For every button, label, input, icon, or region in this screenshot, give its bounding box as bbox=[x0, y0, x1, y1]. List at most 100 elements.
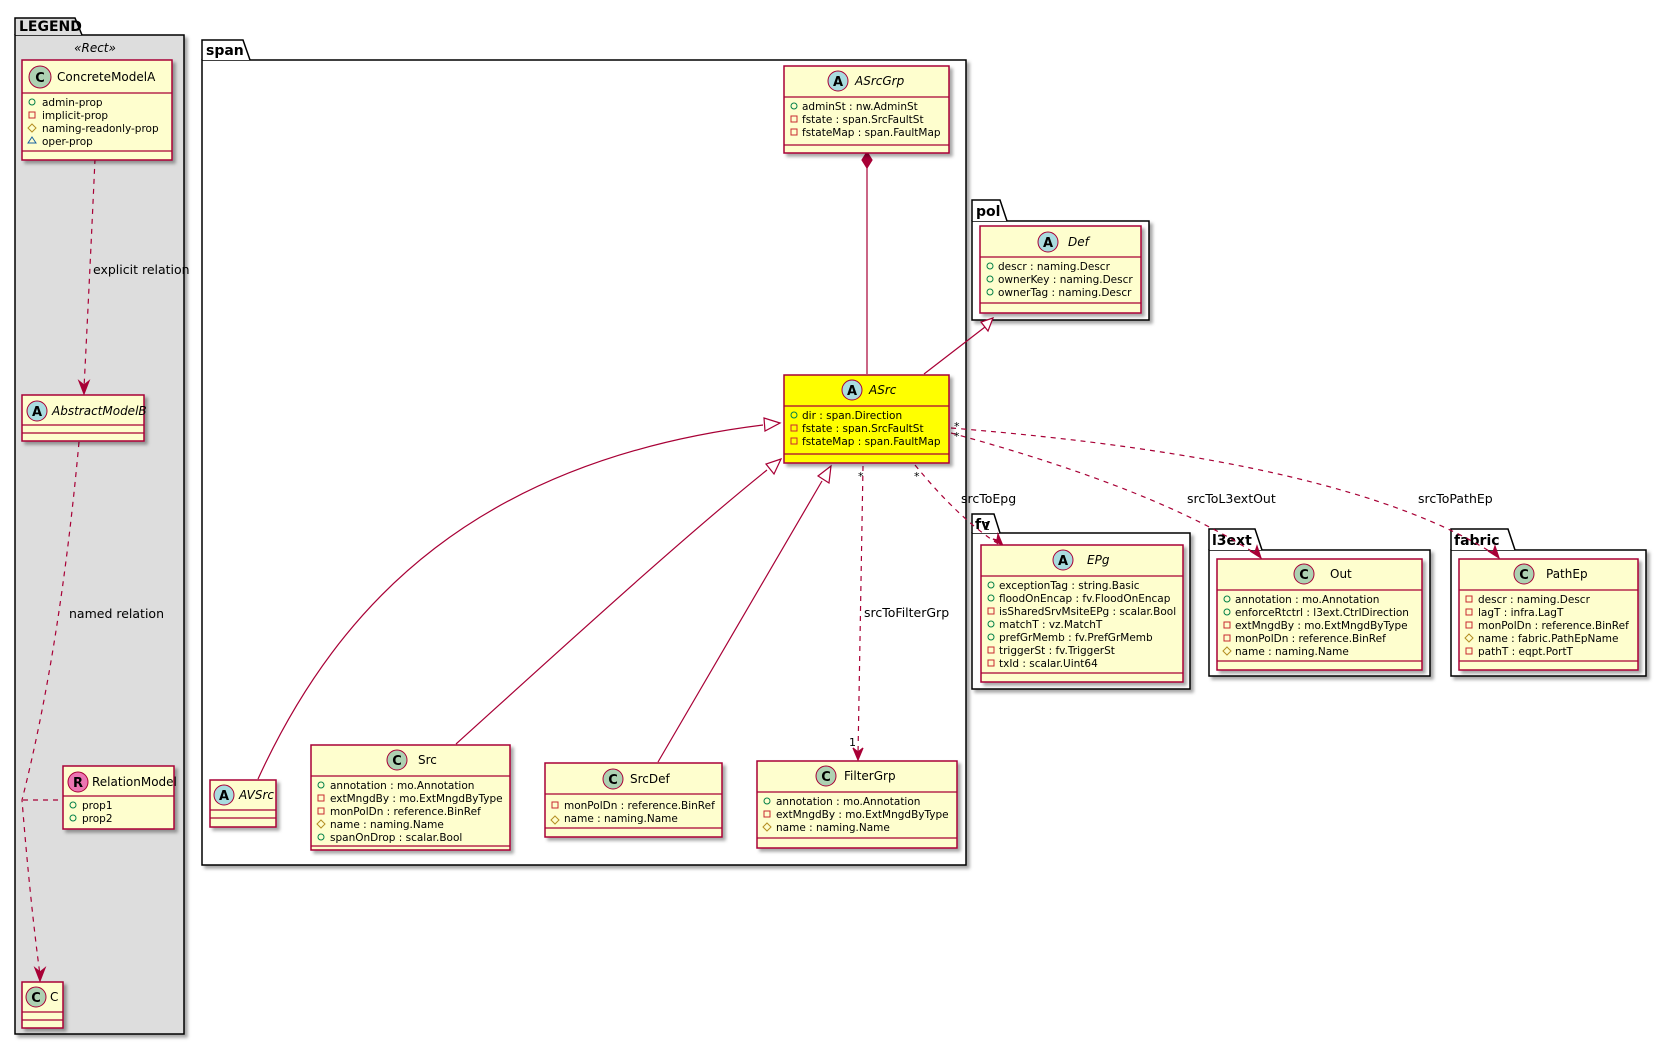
public-visibility-icon bbox=[1223, 595, 1231, 603]
private-visibility-icon bbox=[987, 646, 995, 654]
class-icon bbox=[1293, 563, 1315, 585]
attribute: ownerTag : naming.Descr bbox=[998, 287, 1132, 299]
relation-icon bbox=[67, 771, 89, 793]
mult-l3ext-source: * bbox=[954, 420, 960, 433]
class-icon bbox=[25, 986, 47, 1008]
class-srcdef: C SrcDef monPolDn : reference.BinRef nam… bbox=[544, 762, 723, 838]
class-name: ASrcGrp bbox=[854, 74, 905, 88]
abstract-icon bbox=[1037, 231, 1059, 253]
class-name: EPg bbox=[1087, 553, 1110, 567]
attribute: implicit-prop bbox=[42, 110, 108, 122]
legend-title: LEGEND bbox=[19, 19, 82, 35]
abstract-icon-letter: A bbox=[833, 75, 843, 90]
class-icon-letter: C bbox=[35, 71, 45, 86]
attribute: isSharedSrvMsiteEPg : scalar.Bool bbox=[999, 606, 1176, 618]
class-name: ASrc bbox=[868, 383, 897, 397]
attribute: fstateMap : span.FaultMap bbox=[802, 436, 941, 448]
class-def: A Def descr : naming.Descr ownerKey : na… bbox=[979, 225, 1142, 314]
private-visibility-icon bbox=[790, 437, 798, 445]
relation-srcToL3extOut-label: srcToL3extOut bbox=[1187, 491, 1276, 506]
public-visibility-icon bbox=[987, 633, 995, 641]
class-name: ConcreteModelA bbox=[57, 70, 156, 84]
class-icon-letter: C bbox=[1299, 568, 1309, 583]
attribute: prefGrMemb : fv.PrefGrMemb bbox=[999, 632, 1153, 644]
mult-epg-source: * bbox=[914, 470, 920, 483]
attribute: exceptionTag : string.Basic bbox=[999, 580, 1140, 592]
protected-visibility-icon bbox=[316, 819, 326, 829]
private-visibility-icon bbox=[28, 111, 36, 119]
attribute: descr : naming.Descr bbox=[1478, 594, 1591, 606]
attribute: admin-prop bbox=[42, 97, 103, 109]
attribute: name : naming.Name bbox=[776, 822, 890, 834]
class-name: PathEp bbox=[1546, 567, 1588, 581]
class-name: Out bbox=[1330, 567, 1352, 581]
relation-srcToPathEp-edge bbox=[950, 427, 1498, 557]
attribute: naming-readonly-prop bbox=[42, 123, 159, 135]
legend-explicit-relation-label: explicit relation bbox=[93, 262, 190, 277]
attribute: lagT : infra.LagT bbox=[1478, 607, 1564, 619]
class-epg: A EPg exceptionTag : string.Basic floodO… bbox=[980, 544, 1184, 683]
private-visibility-icon bbox=[1465, 621, 1473, 629]
public-visibility-icon bbox=[987, 620, 995, 628]
package-span-label: span bbox=[206, 43, 244, 59]
attribute: dir : span.Direction bbox=[802, 410, 902, 422]
class-icon-letter: C bbox=[392, 754, 402, 769]
attribute: adminSt : nw.AdminSt bbox=[802, 101, 918, 113]
package-visibility-icon bbox=[27, 136, 37, 144]
relation-srcToPathEp-label: srcToPathEp bbox=[1418, 491, 1493, 506]
private-visibility-icon bbox=[1465, 595, 1473, 603]
attribute: pathT : eqpt.PortT bbox=[1478, 646, 1574, 658]
protected-visibility-icon bbox=[1464, 633, 1474, 643]
abstract-icon bbox=[827, 70, 849, 92]
public-visibility-icon bbox=[28, 98, 36, 106]
class-name: SrcDef bbox=[630, 772, 671, 786]
attribute: oper-prop bbox=[42, 136, 93, 148]
package-legend: LEGEND «Rect» bbox=[14, 17, 185, 1035]
attribute: fstateMap : span.FaultMap bbox=[802, 127, 941, 139]
class-pathep: C PathEp descr : naming.Descr lagT : inf… bbox=[1458, 558, 1639, 671]
class-icon bbox=[1513, 563, 1535, 585]
abstract-icon-letter: A bbox=[219, 789, 229, 804]
class-src: C Src annotation : mo.Annotation extMngd… bbox=[310, 744, 511, 851]
legend-stereotype: «Rect» bbox=[74, 41, 116, 55]
private-visibility-icon bbox=[1223, 621, 1231, 629]
package-l3ext-label: l3ext bbox=[1212, 533, 1252, 549]
attribute: extMngdBy : mo.ExtMngdByType bbox=[1235, 620, 1408, 632]
class-icon bbox=[28, 65, 52, 89]
class-name: RelationModel bbox=[92, 775, 177, 789]
public-visibility-icon bbox=[1223, 608, 1231, 616]
mult-filtergrp-target: 1 bbox=[849, 736, 856, 749]
attribute: triggerSt : fv.TriggerSt bbox=[999, 645, 1115, 657]
attribute: fstate : span.SrcFaultSt bbox=[802, 114, 924, 126]
attribute: prop1 bbox=[82, 800, 113, 812]
abstract-icon bbox=[213, 784, 235, 806]
class-avsrc: A AVSrc bbox=[209, 779, 277, 828]
attribute: descr : naming.Descr bbox=[998, 261, 1111, 273]
protected-visibility-icon bbox=[550, 815, 560, 825]
attribute: monPolDn : reference.BinRef bbox=[1235, 633, 1386, 645]
attribute: name : naming.Name bbox=[330, 819, 444, 831]
private-visibility-icon bbox=[790, 128, 798, 136]
class-asrc: A ASrc dir : span.Direction fstate : spa… bbox=[783, 374, 950, 464]
protected-visibility-icon bbox=[27, 123, 37, 133]
class-name: Src bbox=[418, 753, 437, 767]
relation-srcToEpg-edge bbox=[914, 464, 1001, 546]
abstract-icon bbox=[26, 400, 48, 422]
attribute: monPolDn : reference.BinRef bbox=[1478, 620, 1629, 632]
attribute: floodOnEncap : fv.FloodOnEncap bbox=[999, 593, 1171, 605]
public-visibility-icon bbox=[763, 797, 771, 805]
relation-srcToFilterGrp-label: srcToFilterGrp bbox=[864, 605, 949, 620]
public-visibility-icon bbox=[790, 411, 798, 419]
private-visibility-icon bbox=[1223, 634, 1231, 642]
class-filtergrp: C FilterGrp annotation : mo.Annotation e… bbox=[756, 760, 958, 849]
attribute: enforceRtctrl : l3ext.CtrlDirection bbox=[1235, 607, 1409, 619]
class-name: AbstractModelB bbox=[51, 404, 147, 418]
generalization-srcdef-asrc bbox=[657, 480, 823, 763]
private-visibility-icon bbox=[551, 801, 559, 809]
private-visibility-icon bbox=[317, 794, 325, 802]
public-visibility-icon bbox=[69, 814, 77, 822]
generalization-src-asrc bbox=[455, 469, 768, 745]
abstract-icon-letter: A bbox=[1058, 554, 1068, 569]
legend-explicit-relation-edge bbox=[83, 158, 96, 389]
